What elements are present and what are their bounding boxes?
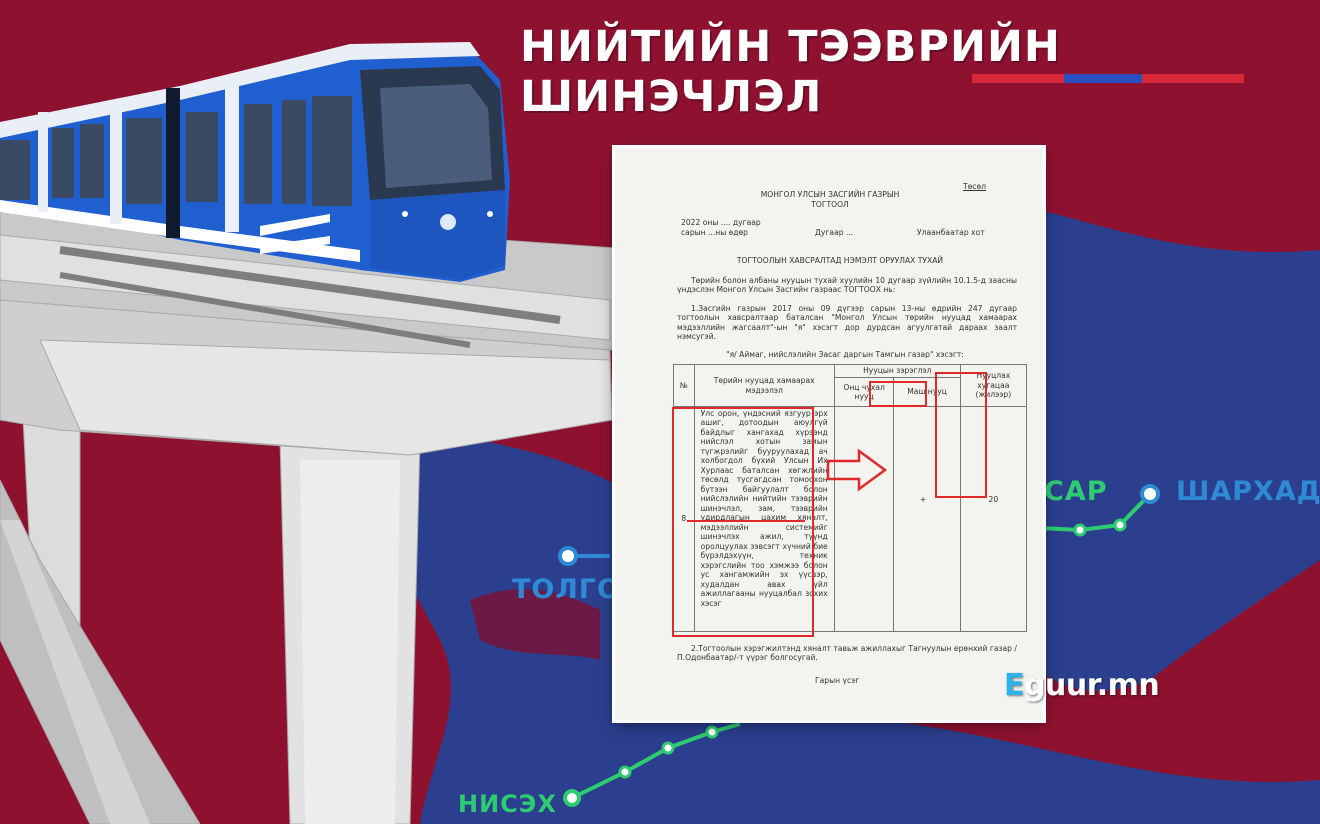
map-station-dot xyxy=(1073,523,1087,537)
elevated-track xyxy=(0,199,616,824)
headline-stripe-red xyxy=(972,74,1064,83)
train xyxy=(0,42,510,282)
city: Улаанбаатар хот xyxy=(917,228,985,237)
arrow-icon xyxy=(826,448,888,492)
highlight-underline xyxy=(687,520,805,522)
map-route-line xyxy=(1039,492,1152,533)
gov-title-line1: МОНГОЛ УЛСЫН ЗАСГИЙН ГАЗРЫН xyxy=(760,190,900,199)
clause-1: 1.Засгийн газрын 2017 оны 09 дүгээр сары… xyxy=(677,304,1017,342)
col-period: Нууцлах хугацаа (жилээр) xyxy=(959,364,1028,407)
secrets-table: № Төрийн нууцад хамаарах мэдээлэл Нууцын… xyxy=(673,364,1028,632)
map-label-sharhad: ШАРХАД xyxy=(1176,476,1320,507)
date-line2: сарын ...ны өдөр xyxy=(681,228,749,237)
map-station-dot xyxy=(563,789,581,807)
signature: Гарын үсэг xyxy=(815,676,860,685)
table-header-row: № Төрийн нууцад хамаарах мэдээлэл Нууцын… xyxy=(673,364,1028,407)
map-label-sar: САР xyxy=(1044,476,1108,507)
row-years: 20 xyxy=(959,406,1028,632)
site-watermark: Eguur.mn xyxy=(1004,668,1160,703)
map-water-shape xyxy=(600,710,1320,824)
map-station-dot xyxy=(1140,484,1160,504)
decree-number: Дугаар ... xyxy=(815,228,854,237)
page-headline: НИЙТИЙН ТЭЭВРИЙН ШИНЭЧЛЭЛ xyxy=(520,22,1061,122)
preamble: Төрийн болон албаны нууцын тухай хуулийн… xyxy=(677,276,1017,295)
highlight-very-secret-box xyxy=(869,381,927,407)
gov-title-line2: ТОГТООЛ xyxy=(811,200,849,209)
table-row: 8 Улс орон, үндэсний язгуур эрх ашиг, до… xyxy=(673,406,1028,632)
map-station-dot xyxy=(558,546,578,566)
row-special xyxy=(833,406,895,632)
map-station-dot xyxy=(705,725,719,739)
highlight-info-box xyxy=(672,407,814,637)
map-water-shape xyxy=(1040,210,1320,691)
headline-stripe-red-2 xyxy=(1142,74,1244,83)
watermark-text: guur.mn xyxy=(1024,668,1160,703)
date-line1: 2022 оны .... дугаар xyxy=(681,218,761,227)
row-text: Улс орон, үндэсний язгуур эрх ашиг, дото… xyxy=(693,406,835,632)
col-no: № xyxy=(673,364,695,407)
row-mark: + xyxy=(893,406,961,632)
highlight-period-box xyxy=(935,372,987,498)
map-water-shape xyxy=(470,589,600,660)
watermark-letter: E xyxy=(1004,668,1025,703)
decree-subject: ТОГТООЛЫН ХАВСРАЛТАД НЭМЭЛТ ОРУУЛАХ ТУХА… xyxy=(736,256,944,265)
map-label-niseh: НИСЭХ xyxy=(458,790,557,818)
document-scan: Төсөл МОНГОЛ УЛСЫН ЗАСГИЙН ГАЗРЫН ТОГТОО… xyxy=(615,148,1043,720)
map-station-dot xyxy=(1113,518,1127,532)
map-station-dot xyxy=(618,765,632,779)
headline-stripe-blue xyxy=(1064,74,1142,83)
col-info: Төрийн нууцад хамаарах мэдээлэл xyxy=(693,364,835,407)
draft-tag: Төсөл xyxy=(963,182,986,191)
clause-2: 2.Тогтоолын хэрэгжилтэнд хяналт тавьж аж… xyxy=(677,644,1017,663)
section-title: "я/ Аймаг, нийслэлийн Засаг даргын Тамгы… xyxy=(726,350,964,359)
map-station-dot xyxy=(661,741,675,755)
